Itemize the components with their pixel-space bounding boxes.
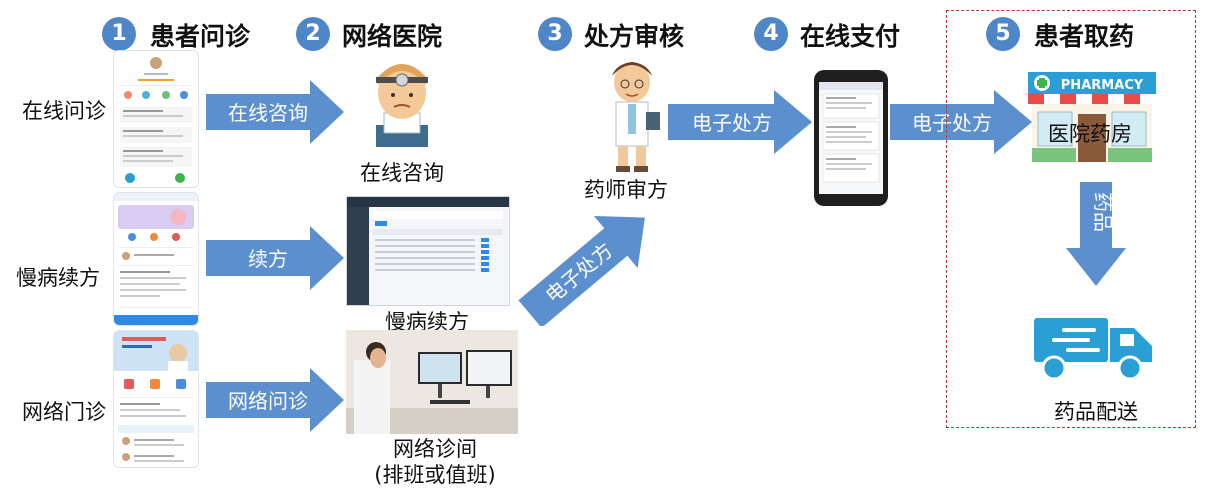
caption-delivery: 药品配送: [1054, 400, 1138, 424]
caption-online-clinic-line2: (排班或值班): [374, 463, 496, 487]
step-number-badge: 4: [754, 17, 788, 51]
arrow-online-consult: 在线咨询: [206, 80, 344, 144]
caption-pharmacist-review: 药师审方: [584, 178, 668, 202]
clinic-app-mock: [114, 331, 198, 462]
arrow-eprescription-to-payment: 电子处方: [668, 90, 812, 154]
caption-hospital-pharmacy: 医院药房: [1048, 122, 1132, 146]
payment-phone: [814, 70, 888, 206]
step-number-badge: 2: [296, 17, 330, 51]
arrow-label: 电子处方: [912, 111, 992, 135]
caption-online-consult: 在线咨询: [360, 161, 444, 185]
row-label-chronic-renew: 慢病续方: [16, 266, 100, 290]
step-number-badge: 1: [102, 17, 136, 51]
renew-app-screenshot: [113, 192, 199, 326]
payment-screen-mock: [819, 82, 883, 183]
step-title: 患者取药: [1034, 22, 1135, 51]
pharmacist-icon: [612, 62, 660, 172]
step-title: 网络医院: [342, 22, 443, 51]
arrow-eprescription-to-pharmacy: 电子处方: [890, 90, 1032, 154]
arrow-label: 药品: [1091, 192, 1115, 232]
dashboard-mock: [347, 197, 509, 305]
step-number-badge: 3: [538, 17, 572, 51]
patient-pickup-region: [946, 10, 1196, 428]
clinic-app-screenshot: [113, 330, 199, 468]
arrow-label: 电子处方: [692, 111, 772, 135]
renew-dashboard-screenshot: [346, 196, 510, 306]
online-clinic-photo: [346, 330, 518, 434]
row-label-online-consult: 在线问诊: [22, 99, 106, 123]
row-label-online-clinic: 网络门诊: [22, 400, 106, 424]
renew-app-mock: [114, 193, 198, 325]
doctor-icon: [376, 64, 428, 147]
step-title: 患者问诊: [150, 22, 251, 51]
arrow-label: 在线咨询: [228, 101, 308, 125]
pharmacy-storefront-icon: PHARMACY: [1028, 72, 1156, 162]
arrow-label: 续方: [248, 247, 288, 271]
consult-app-mock: [120, 57, 192, 183]
clinic-photo-illustration: [346, 330, 518, 434]
delivery-truck-icon: [1034, 318, 1152, 381]
step-title: 处方审核: [584, 22, 685, 51]
arrow-online-clinic: 网络问诊: [206, 368, 344, 432]
payment-phone-screen: [819, 82, 883, 194]
caption-online-clinic: 网络诊间 (排班或值班): [360, 436, 510, 488]
consult-app-screenshot: [113, 50, 199, 188]
arrow-eprescription-diagonal: 电子处方: [518, 215, 645, 326]
pharmacy-sign-text: PHARMACY: [1061, 78, 1144, 93]
arrow-label: 网络问诊: [228, 389, 308, 413]
arrow-medicine-down: 药品: [1066, 182, 1126, 286]
caption-online-clinic-line1: 网络诊间: [393, 437, 477, 461]
arrow-renew: 续方: [206, 226, 344, 290]
step-title: 在线支付: [800, 22, 901, 51]
step-number-badge: 5: [986, 17, 1020, 51]
